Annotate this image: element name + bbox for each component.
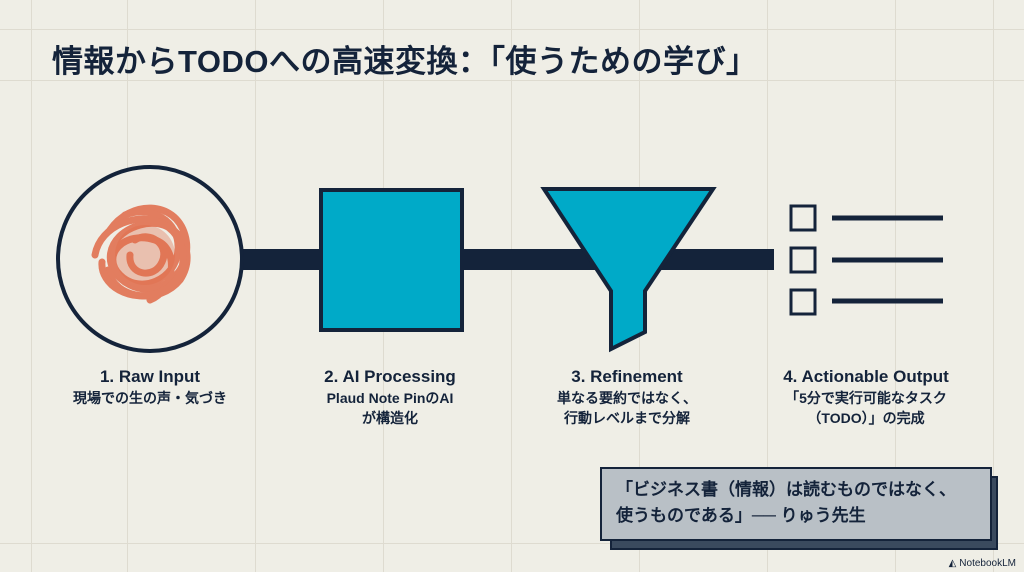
step-actionable-output: 4. Actionable Output 「5分で実行可能なタスク （TODO）… bbox=[746, 366, 986, 428]
step-description: （TODO）」の完成 bbox=[807, 410, 925, 426]
quote-box: 「ビジネス書（情報）は読むものではなく、 使うものである」── りゅう先生 bbox=[600, 467, 992, 541]
page-title: 情報からTODOへの高速変換：「使うための学び」 bbox=[52, 44, 758, 79]
funnel-icon bbox=[540, 187, 717, 353]
step-refinement: 3. Refinement 単なる要約ではなく、 行動レベルまで分解 bbox=[507, 366, 747, 428]
watermark-text: NotebookLM bbox=[959, 558, 1016, 569]
checklist-icon bbox=[789, 204, 943, 316]
quote-line: 使うものである」── りゅう先生 bbox=[616, 506, 866, 525]
processing-square-icon bbox=[319, 188, 464, 332]
connector-line bbox=[230, 249, 774, 270]
step-heading: 3. Refinement bbox=[571, 367, 683, 386]
step-description: 単なる要約ではなく、 bbox=[557, 390, 697, 406]
step-description: 行動レベルまで分解 bbox=[564, 410, 690, 426]
step-heading: 1. Raw Input bbox=[99, 367, 201, 386]
step-heading: 2. AI Processing bbox=[324, 367, 456, 386]
step-description: 「5分で実行可能なタスク bbox=[785, 390, 947, 406]
step-ai-processing: 2. AI Processing Plaud Note PinのAI が構造化 bbox=[270, 366, 510, 428]
notebooklm-logo-icon: ◭ bbox=[948, 558, 957, 569]
quote-line: 「ビジネス書（情報）は読むものではなく、 bbox=[616, 480, 956, 499]
scribble-circle-icon bbox=[56, 165, 244, 353]
step-heading: 4. Actionable Output bbox=[783, 367, 949, 386]
step-description: が構造化 bbox=[362, 410, 418, 426]
step-description: 現場での生の声・気づき bbox=[73, 390, 227, 406]
notebooklm-watermark: ◭ NotebookLM bbox=[949, 558, 1016, 569]
step-raw-input: 1. Raw Input 現場での生の声・気づき bbox=[30, 366, 270, 408]
step-description: Plaud Note PinのAI bbox=[326, 390, 454, 406]
